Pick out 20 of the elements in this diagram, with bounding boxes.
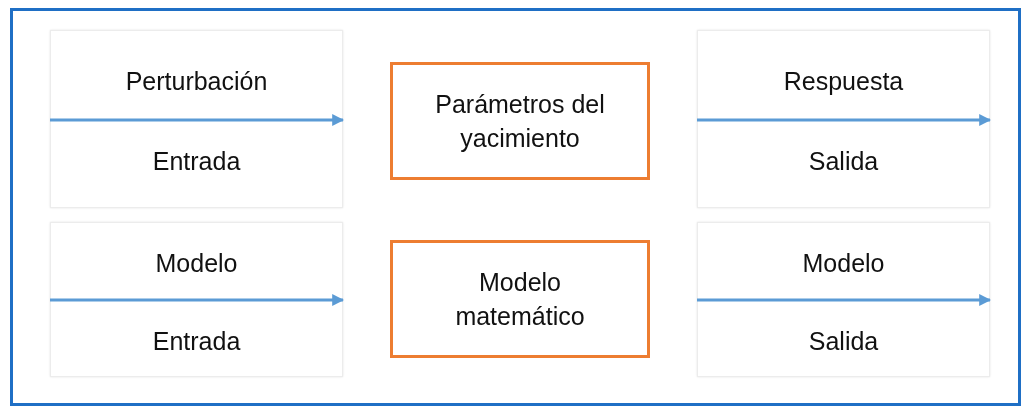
signal-label: Perturbación (124, 66, 269, 96)
signal-panel (697, 222, 990, 377)
signal-panel (50, 222, 343, 377)
signal-type-label: Salida (807, 326, 880, 356)
signal-type-label: Salida (807, 146, 880, 176)
arrow (50, 114, 345, 126)
box-label: Parámetros del yacimiento (434, 89, 606, 154)
process-box (390, 240, 650, 358)
signal-label: Modelo (801, 248, 886, 278)
signal-type-label: Entrada (151, 146, 242, 176)
box-label: Modelo matemático (454, 267, 586, 332)
signal-label: Modelo (154, 248, 239, 278)
signal-label: Respuesta (782, 66, 905, 96)
arrow (50, 294, 345, 306)
signal-panel (50, 30, 343, 208)
arrow (697, 294, 992, 306)
arrow (697, 114, 992, 126)
signal-panel (697, 30, 990, 208)
process-box (390, 62, 650, 180)
signal-type-label: Entrada (151, 326, 242, 356)
